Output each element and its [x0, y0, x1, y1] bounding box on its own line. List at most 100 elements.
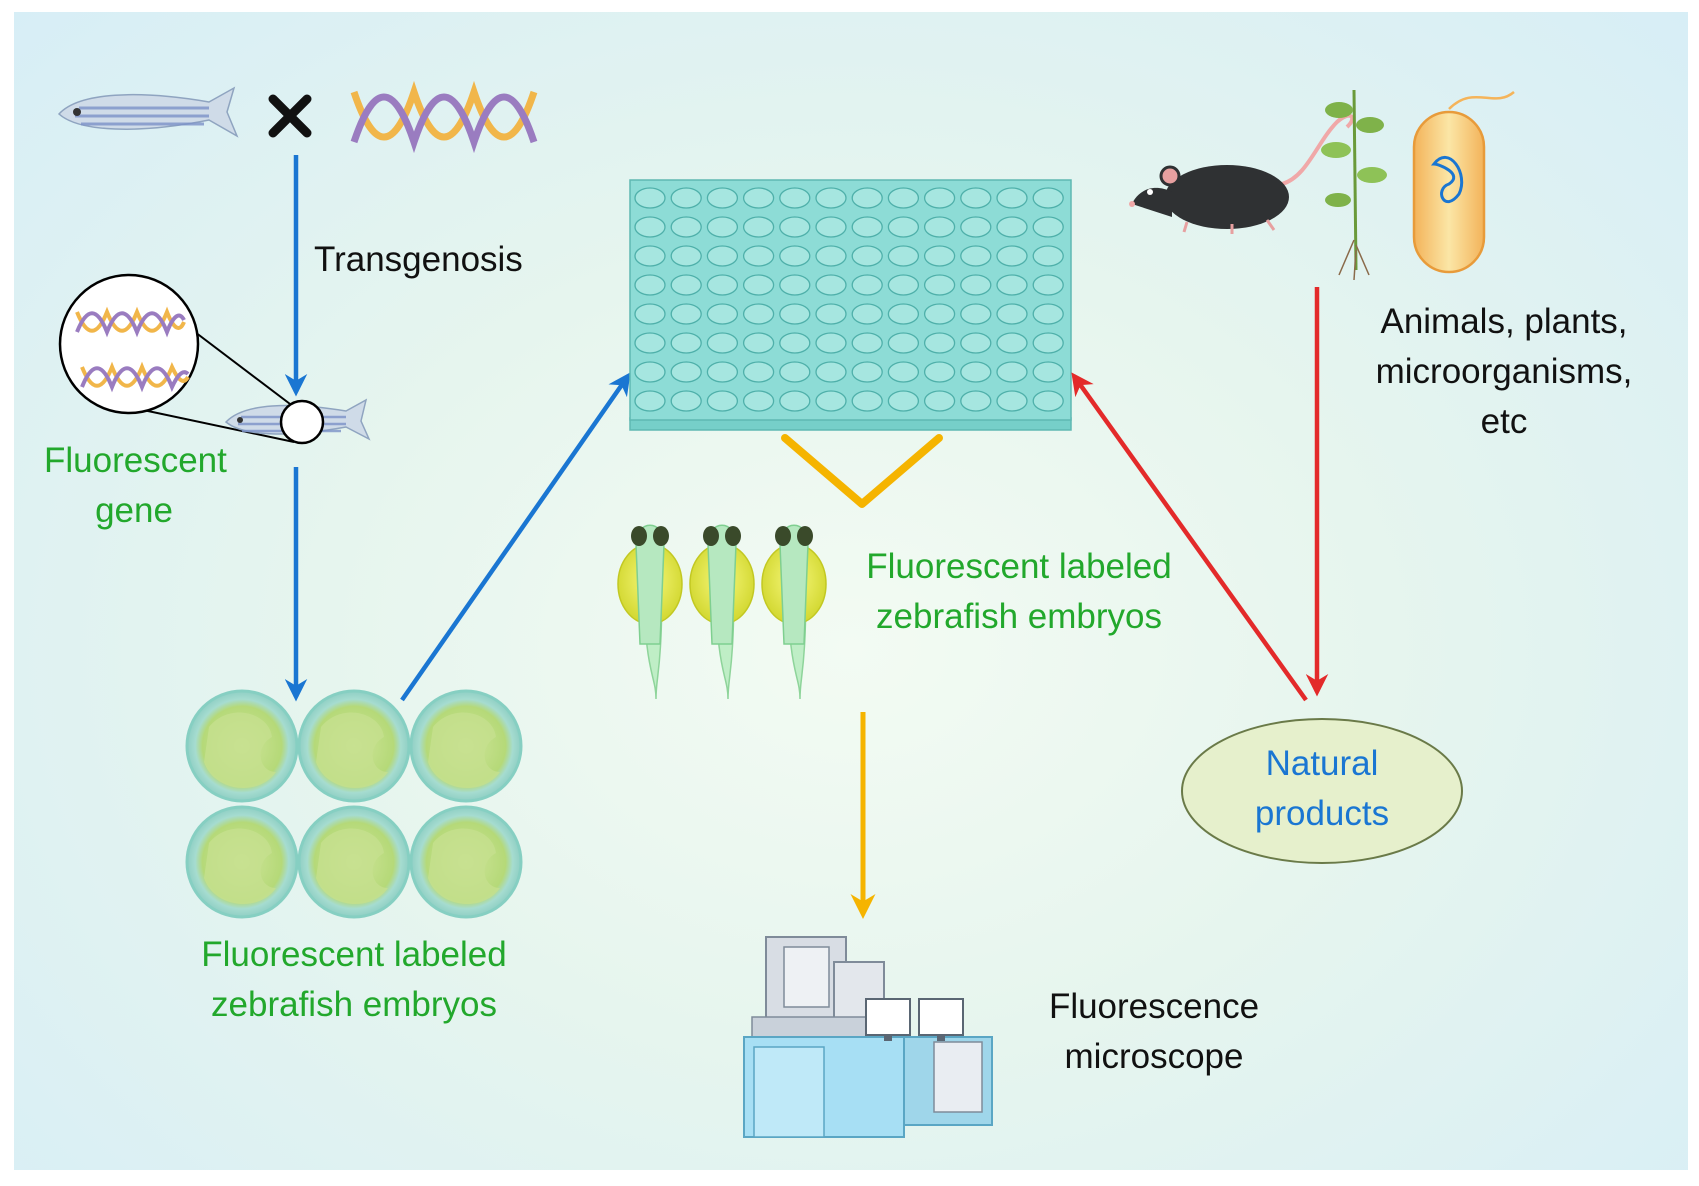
plate-well	[1032, 303, 1064, 325]
larva-icon	[689, 524, 755, 700]
diagram-canvas: Transgenosis Fluorescent gene Fluorescen…	[14, 12, 1688, 1170]
plate-well	[742, 245, 775, 267]
plate-well	[960, 274, 992, 296]
plate-well	[815, 332, 847, 354]
plate-well	[706, 303, 739, 325]
bacterium-icon	[1412, 91, 1515, 274]
plate-well	[923, 245, 956, 267]
larva-icon	[761, 524, 827, 700]
plate-well	[706, 332, 739, 354]
label-fluorescent-gene: Fluorescent gene	[44, 436, 227, 536]
plate-well	[851, 361, 883, 383]
microscope-icon	[743, 936, 993, 1138]
plate-wells	[634, 187, 1064, 412]
label-line: zebrafish embryos	[211, 985, 497, 1024]
plate-well	[851, 274, 883, 296]
label-microscope: Fluorescence microscope	[1014, 982, 1294, 1082]
plate-well	[742, 390, 775, 412]
label-line: microscope	[1064, 1037, 1244, 1076]
plate-well	[996, 361, 1028, 383]
plate-well	[779, 274, 811, 296]
plate-well	[670, 187, 702, 209]
plate-well	[634, 361, 666, 383]
plate-well	[706, 216, 739, 238]
plate-well	[923, 303, 956, 325]
embryo-icon	[297, 805, 411, 919]
plate-well	[706, 187, 739, 209]
plate-well	[670, 361, 702, 383]
plate-well	[634, 216, 666, 238]
label-line: Fluorescence	[1048, 987, 1260, 1026]
plate-well	[923, 390, 956, 412]
plate-well	[996, 274, 1028, 296]
plate-well	[779, 216, 811, 238]
plate-well	[851, 390, 883, 412]
label-line: Natural	[1265, 744, 1379, 783]
plate-well	[851, 303, 883, 325]
cross-icon	[268, 94, 312, 138]
label-sources: Animals, plants, microorganisms, etc	[1349, 297, 1659, 447]
plate-well	[1032, 187, 1064, 209]
mouse-icon	[1129, 113, 1355, 234]
embryo-icon	[409, 689, 523, 803]
plate-well	[887, 245, 920, 267]
plate-well	[960, 332, 992, 354]
label-embryos-left: Fluorescent labeled zebrafish embryos	[164, 930, 544, 1030]
plate-well	[634, 390, 666, 412]
orange-v-connector	[781, 434, 943, 508]
natural-products-ellipse	[1181, 718, 1463, 864]
label-line: Fluorescent	[44, 441, 227, 480]
label-natural-products: Natural products	[1202, 739, 1442, 839]
plate-well	[923, 216, 956, 238]
plate-well	[706, 361, 739, 383]
plant-icon	[1321, 89, 1387, 281]
plate-well	[960, 187, 992, 209]
plate-well	[1032, 390, 1064, 412]
plate-well	[742, 274, 775, 296]
plate-well	[779, 303, 811, 325]
plate-well	[887, 216, 920, 238]
well-plate-icon	[629, 179, 1072, 431]
plate-well	[996, 332, 1028, 354]
label-line: products	[1254, 794, 1390, 833]
plate-well	[1032, 274, 1064, 296]
plate-well	[670, 303, 702, 325]
plate-well	[887, 274, 920, 296]
embryo-icon	[185, 689, 299, 803]
label-line: Fluorescent labeled	[201, 935, 507, 974]
plate-well	[960, 216, 992, 238]
dna-icon	[350, 80, 538, 154]
plate-well	[960, 303, 992, 325]
plate-well	[851, 245, 883, 267]
plate-well	[779, 245, 811, 267]
plate-well	[996, 390, 1028, 412]
plate-well	[634, 245, 666, 267]
plate-well	[996, 245, 1028, 267]
plate-well	[851, 187, 883, 209]
plate-well	[1032, 361, 1064, 383]
plate-well	[779, 187, 811, 209]
plate-well	[670, 274, 702, 296]
zebrafish-icon	[57, 86, 239, 138]
arrow-to-plate-red	[1071, 372, 1308, 702]
plate-well	[887, 332, 920, 354]
arrow-to-plate	[400, 372, 631, 702]
plate-well	[742, 216, 775, 238]
label-transgenosis: Transgenosis	[314, 240, 523, 279]
plate-well	[742, 361, 775, 383]
plate-well	[923, 187, 956, 209]
embryo-icon	[185, 805, 299, 919]
plate-well	[815, 303, 847, 325]
plate-well	[815, 187, 847, 209]
plate-well	[923, 332, 956, 354]
plate-well	[815, 274, 847, 296]
plate-well	[706, 390, 739, 412]
plate-well	[923, 361, 956, 383]
embryo-cluster	[185, 689, 523, 919]
plate-well	[779, 390, 811, 412]
larva-icon	[617, 524, 683, 700]
plate-well	[996, 187, 1028, 209]
label-line: gene	[95, 491, 173, 530]
label-line: microorganisms,	[1375, 352, 1633, 391]
label-line: zebrafish embryos	[876, 597, 1162, 636]
